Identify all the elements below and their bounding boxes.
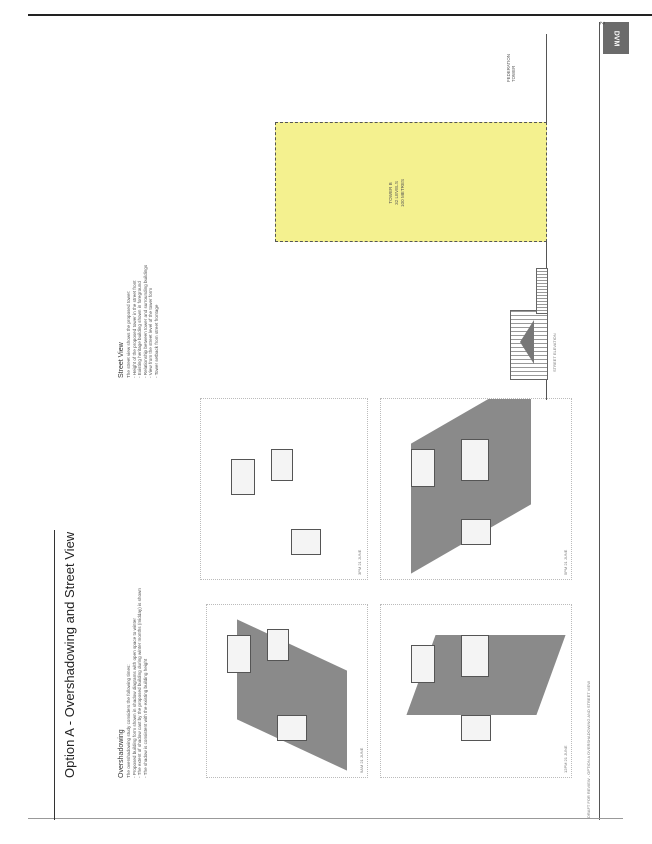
tower-height: 100 METRES — [399, 178, 405, 207]
street-view-text: The street view shows the proposed tower… — [126, 265, 160, 378]
diagram-caption: 3PM 21 JUNE — [357, 549, 362, 575]
building-footprint — [271, 449, 293, 481]
diagram-caption: 12PM 21 JUNE — [563, 745, 568, 773]
tower-outline — [275, 122, 547, 242]
shadow-area — [237, 619, 347, 771]
federation-label-line: TOWER — [511, 65, 517, 82]
diagram-caption: 5PM 21 JUNE — [563, 549, 568, 575]
street-view-heading: Street View — [118, 342, 125, 378]
overshadowing-heading: Overshadowing — [118, 729, 125, 778]
overshadowing-line: - The extent of shadow cast by the propo… — [137, 588, 143, 778]
building-footprint — [227, 635, 251, 673]
shadow-diagram-3: 3PM 21 JUNE — [200, 398, 368, 580]
page-footer: DRAFT FOR REVIEW - OPTION A OVERSHADOWIN… — [586, 681, 591, 818]
tower-levels: 32 LEVELS — [393, 181, 399, 205]
building-footprint — [231, 459, 255, 495]
shadow-diagram-1: 9AM 21 JUNE — [206, 604, 368, 778]
building-footprint — [461, 439, 489, 481]
street-view-line: - Existing heritage building shown in fo… — [137, 281, 143, 378]
building-footprint — [411, 449, 435, 487]
overshadowing-text: The overshadowing study considers the fo… — [126, 588, 148, 778]
top-border — [28, 14, 652, 16]
building-footprint — [461, 715, 491, 741]
elevation-caption: STREET ELEVATION — [552, 333, 557, 372]
building-footprint — [411, 645, 435, 683]
page-title: Option A - Overshadowing and Street View — [62, 531, 77, 778]
right-border — [599, 22, 600, 820]
adjacent-building — [536, 268, 548, 314]
heritage-roof — [520, 320, 534, 364]
building-footprint — [291, 529, 321, 555]
building-footprint — [461, 635, 489, 677]
tower-name: TOWER B — [388, 182, 393, 204]
diagram-caption: 9AM 21 JUNE — [359, 747, 364, 773]
logo-text: DVM — [612, 30, 620, 46]
tower-label: TOWER B 32 LEVELS 100 METRES — [388, 179, 405, 207]
title-divider — [54, 530, 55, 820]
shadow-diagram-4: 5PM 21 JUNE — [380, 398, 572, 580]
company-logo: DVM — [603, 22, 629, 54]
bottom-border — [28, 818, 623, 819]
building-footprint — [267, 629, 289, 661]
street-view-line: - Tower setback from street frontage — [153, 304, 159, 378]
overshadowing-line: - The shadow is consistent with the exis… — [142, 658, 148, 778]
building-footprint — [461, 519, 491, 545]
federation-label: FEDERATION TOWER — [506, 54, 517, 82]
building-footprint — [277, 715, 307, 741]
shadow-diagram-2: 12PM 21 JUNE — [380, 604, 572, 778]
page-number: 2 — [598, 21, 605, 25]
